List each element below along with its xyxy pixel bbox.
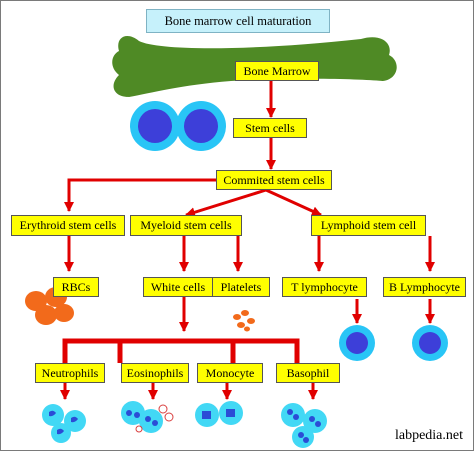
neutrophils-illustration — [42, 404, 86, 443]
node-white-cells: White cells — [143, 277, 213, 297]
node-rbcs: RBCs — [53, 277, 99, 297]
stem-cells-illustration — [130, 101, 226, 151]
node-myeloid-stem-cells: Myeloid stem cells — [130, 215, 242, 236]
node-stem-cells: Stem cells — [233, 118, 307, 138]
node-eosinophils: Eosinophils — [121, 363, 189, 383]
node-t-lymphocyte: T lymphocyte — [282, 277, 367, 297]
monocyte-illustration — [195, 401, 243, 427]
t-lymphocyte-illustration — [339, 325, 375, 361]
node-bone-marrow: Bone Marrow — [235, 61, 319, 81]
b-lymphocyte-illustration — [412, 325, 448, 361]
node-committed-stem-cells: Commited stem cells — [216, 170, 332, 190]
basophil-illustration — [281, 403, 327, 448]
node-b-lymphocyte: B Lymphocyte — [383, 277, 466, 297]
diagram-title: Bone marrow cell maturation — [146, 9, 330, 33]
node-platelets: Platelets — [212, 277, 270, 297]
node-basophil: Basophil — [276, 363, 340, 383]
connector-arrows — [60, 80, 435, 400]
node-erythroid-stem-cells: Erythroid stem cells — [11, 215, 125, 236]
eosinophils-illustration — [121, 401, 174, 433]
node-neutrophils: Neutrophils — [35, 363, 105, 383]
platelets-illustration — [233, 310, 255, 332]
site-credit: labpedia.net — [394, 428, 463, 443]
node-lymphoid-stem-cell: Lymphoid stem cell — [311, 215, 426, 236]
node-monocyte: Monocyte — [197, 363, 263, 383]
